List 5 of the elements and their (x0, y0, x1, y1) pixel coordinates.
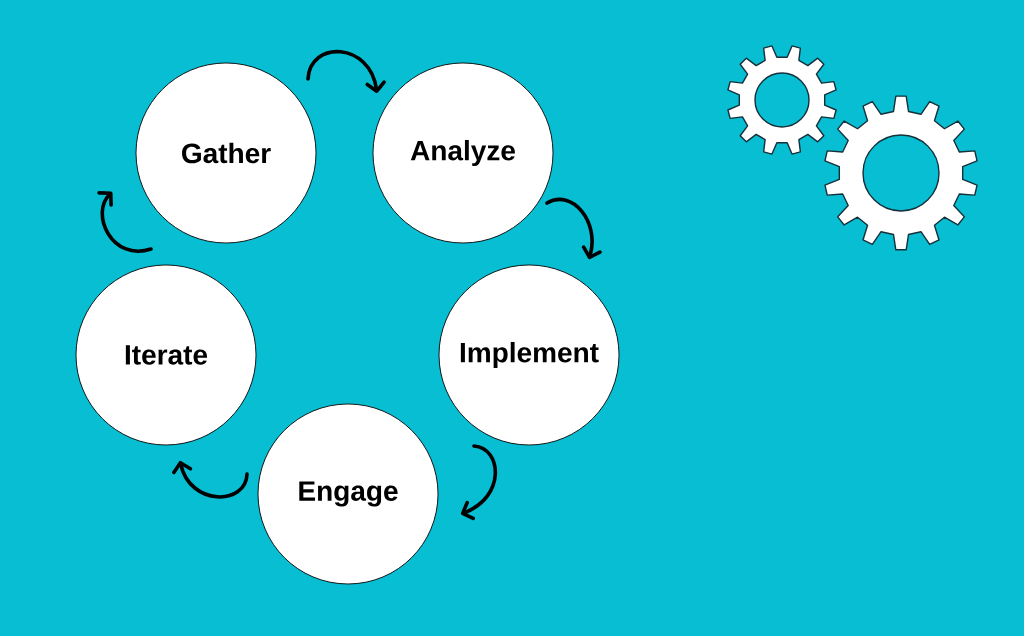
curved-arrow (545, 197, 602, 260)
curved-arrow (97, 191, 153, 253)
curved-arrow (460, 444, 498, 521)
curved-arrow (172, 460, 249, 499)
curved-arrow (306, 50, 386, 93)
